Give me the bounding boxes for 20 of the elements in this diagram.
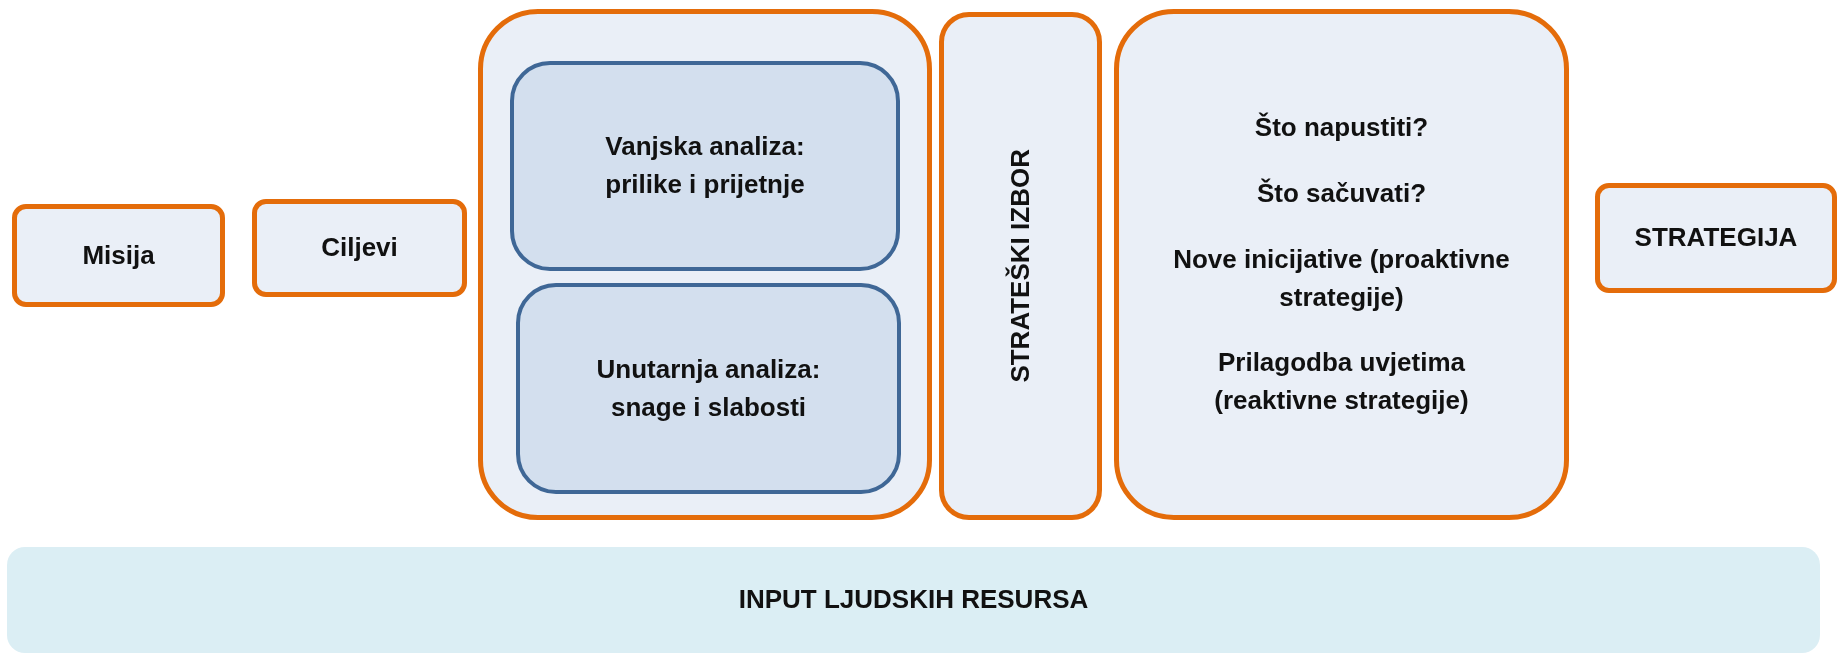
- box-label: Što napustiti?: [1254, 111, 1429, 145]
- box-label: Prilagodba uvjetima (reaktivne strategije): [1213, 346, 1470, 417]
- box-label: Unutarnja analiza: snage i slabosti: [595, 352, 822, 424]
- process-box: [510, 61, 900, 271]
- box-label: INPUT LJUDSKIH RESURSA: [738, 583, 1089, 617]
- box-label: STRATEŠKI IZBOR: [1003, 149, 1036, 383]
- process-box: [12, 204, 225, 307]
- band-box: [7, 547, 1820, 653]
- box-label: Nove inicijative (proaktivne strategije): [1172, 242, 1511, 314]
- process-box: [939, 12, 1102, 520]
- box-label: Vanjska analiza: prilike i prijetnje: [604, 130, 806, 201]
- process-box: [252, 199, 467, 297]
- box-label: Ciljevi: [321, 231, 398, 265]
- process-box: [1595, 183, 1837, 293]
- box-label: Što sačuvati?: [1256, 177, 1427, 211]
- process-box: [1114, 9, 1569, 520]
- process-box: [516, 283, 901, 494]
- group-box: [478, 9, 932, 520]
- box-label: STRATEGIJA: [1634, 221, 1798, 255]
- box-label: Misija: [82, 238, 155, 272]
